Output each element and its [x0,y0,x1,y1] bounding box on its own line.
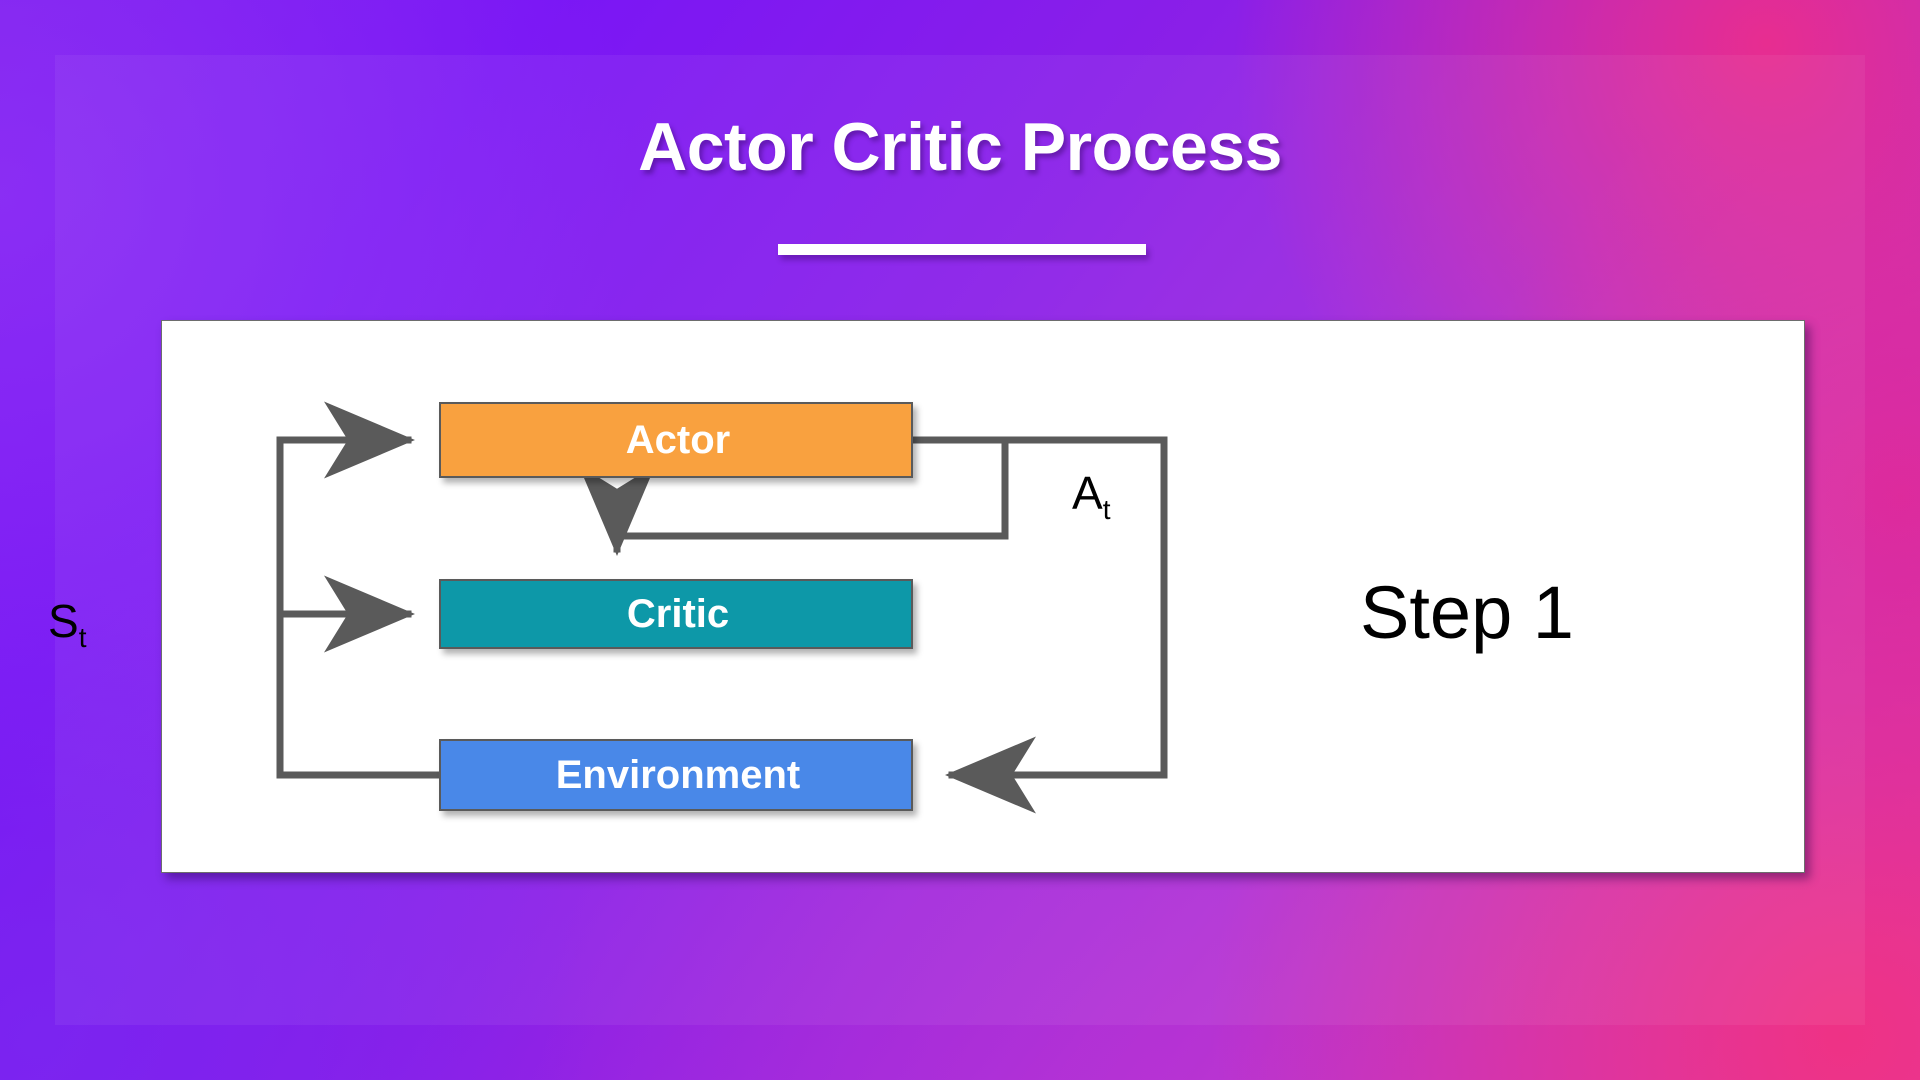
title-underline [778,244,1146,255]
edge-state-bus [276,401,443,779]
node-critic[interactable]: Critic [439,579,913,649]
edge-env-to-actor [276,401,443,779]
edge-actor-to-critic [578,436,1009,556]
edge-label-action: At [1072,466,1110,525]
node-environment[interactable]: Environment [439,739,913,811]
edge-label-action-subscript: t [1102,494,1111,525]
edge-label-state-subscript: t [78,622,87,653]
page-title: Actor Critic Process [638,109,1282,185]
edge-label-state: St [48,594,86,653]
edge-actor-to-environment [945,436,1168,814]
node-actor-label: Actor [625,418,731,462]
content-card: Actor Critic Environment [161,320,1805,873]
node-environment-label: Environment [555,753,801,797]
node-critic-label: Critic [626,592,730,636]
step-indicator: Step 1 [1360,571,1574,654]
edge-label-action-base: A [1072,467,1103,519]
node-actor[interactable]: Actor [439,402,913,478]
actor-critic-diagram [276,401,1168,814]
edge-label-state-base: S [48,595,79,647]
